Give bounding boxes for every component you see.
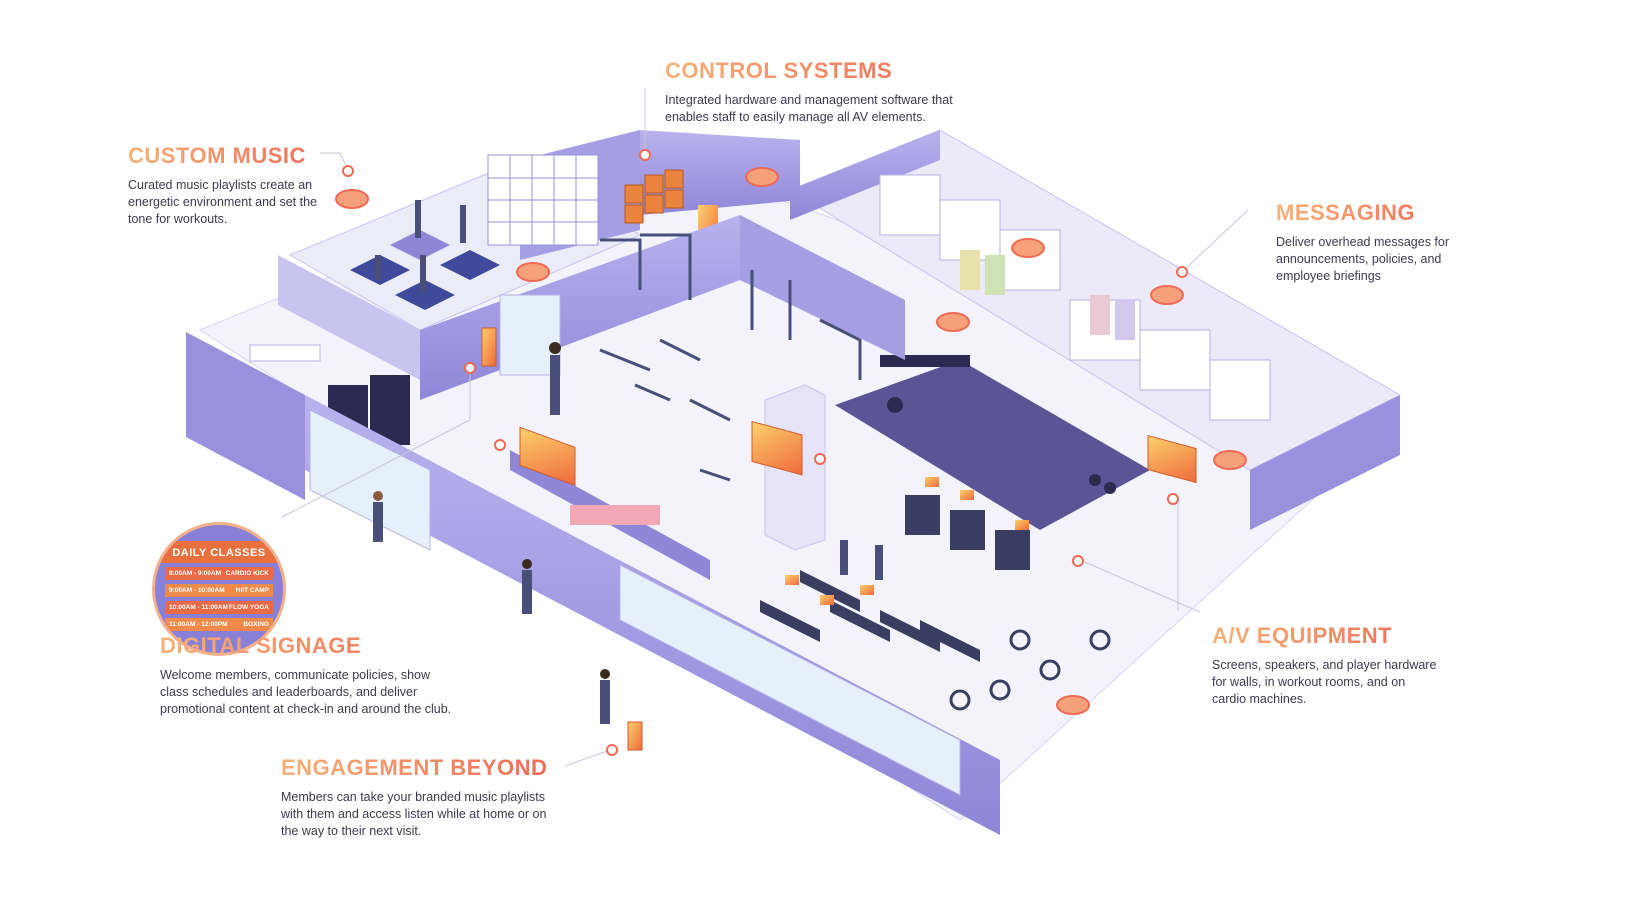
class-row: 10:00AM - 11:00AM FLOW YOGA bbox=[165, 601, 273, 614]
treadmills bbox=[760, 570, 980, 662]
callout-body: Members can take your branded music play… bbox=[281, 790, 547, 838]
cardio-screens bbox=[785, 477, 1029, 605]
callout-title: A/V EQUIPMENT bbox=[1212, 623, 1437, 649]
stair-climbers bbox=[905, 495, 1030, 570]
right-divider-wall bbox=[740, 215, 905, 360]
callout-messaging: MESSAGING Deliver overhead messages for … bbox=[1276, 200, 1456, 285]
class-name: BOXING bbox=[243, 621, 269, 628]
locker-room-wall bbox=[790, 130, 940, 220]
locker-room-side-wall bbox=[1250, 395, 1400, 530]
callout-custom-music: CUSTOM MUSIC Curated music playlists cre… bbox=[128, 143, 328, 228]
callout-leaders bbox=[281, 88, 1249, 767]
callout-av-equipment: A/V EQUIPMENT Screens, speakers, and pla… bbox=[1212, 623, 1437, 708]
class-time: 10:00AM - 11:00AM bbox=[169, 604, 228, 611]
callout-title: DIGITAL SIGNAGE bbox=[160, 633, 460, 659]
class-name: FLOW YOGA bbox=[229, 604, 269, 611]
class-time: 8:00AM - 9:00AM bbox=[169, 570, 222, 577]
callout-digital-signage: DIGITAL SIGNAGE Welcome members, communi… bbox=[160, 633, 460, 718]
weight-machines bbox=[599, 233, 862, 482]
daily-classes-sign: DAILY CLASSES 8:00AM - 9:00AM CARDIO KIC… bbox=[152, 522, 286, 656]
wall-screens bbox=[481, 327, 1197, 751]
server-boxes bbox=[624, 169, 684, 224]
window-grid-lines bbox=[488, 155, 598, 245]
front-windows bbox=[309, 409, 961, 796]
yoga-people bbox=[375, 200, 466, 293]
callout-title: ENGAGEMENT BEYOND THE GYM bbox=[281, 755, 658, 780]
callout-body: Screens, speakers, and player hardware f… bbox=[1212, 658, 1437, 706]
class-schedule: 8:00AM - 9:00AM CARDIO KICK 9:00AM - 10:… bbox=[155, 567, 283, 631]
class-row: 8:00AM - 9:00AM CARDIO KICK bbox=[165, 567, 273, 580]
daily-classes-title: DAILY CLASSES bbox=[155, 541, 283, 563]
reception-counter bbox=[570, 505, 660, 525]
class-row: 9:00AM - 10:00AM HIIT CAMP bbox=[165, 584, 273, 597]
callout-body: Integrated hardware and management softw… bbox=[665, 93, 953, 124]
callout-title: MESSAGING bbox=[1276, 200, 1456, 226]
office-desk bbox=[249, 344, 321, 362]
class-name: CARDIO KICK bbox=[225, 570, 269, 577]
class-name: HIIT CAMP bbox=[235, 587, 269, 594]
callout-title: CONTROL SYSTEMS bbox=[665, 58, 955, 84]
office-wall bbox=[278, 255, 420, 380]
class-time: 9:00AM - 10:00AM bbox=[169, 587, 225, 594]
callout-body: Deliver overhead messages for announceme… bbox=[1276, 235, 1449, 283]
lockers-colored bbox=[960, 250, 1135, 340]
class-time: 11:00AM - 12:00PM bbox=[169, 621, 228, 628]
callout-body: Curated music playlists create an energe… bbox=[128, 178, 318, 226]
callout-title: CUSTOM MUSIC bbox=[128, 143, 328, 169]
callout-control-systems: CONTROL SYSTEMS Integrated hardware and … bbox=[665, 58, 955, 126]
callout-body: Welcome members, communicate policies, s… bbox=[160, 668, 452, 716]
class-row: 11:00AM - 12:00PM BOXING bbox=[165, 618, 273, 631]
front-left-wall bbox=[186, 332, 305, 500]
people bbox=[373, 342, 883, 724]
callout-markers bbox=[342, 149, 1188, 756]
callout-engagement: ENGAGEMENT BEYOND THE GYM Members can ta… bbox=[281, 755, 658, 840]
free-weights-mat bbox=[835, 360, 1150, 530]
exercise-bikes bbox=[949, 629, 1111, 711]
ceiling-speakers bbox=[335, 167, 1247, 715]
